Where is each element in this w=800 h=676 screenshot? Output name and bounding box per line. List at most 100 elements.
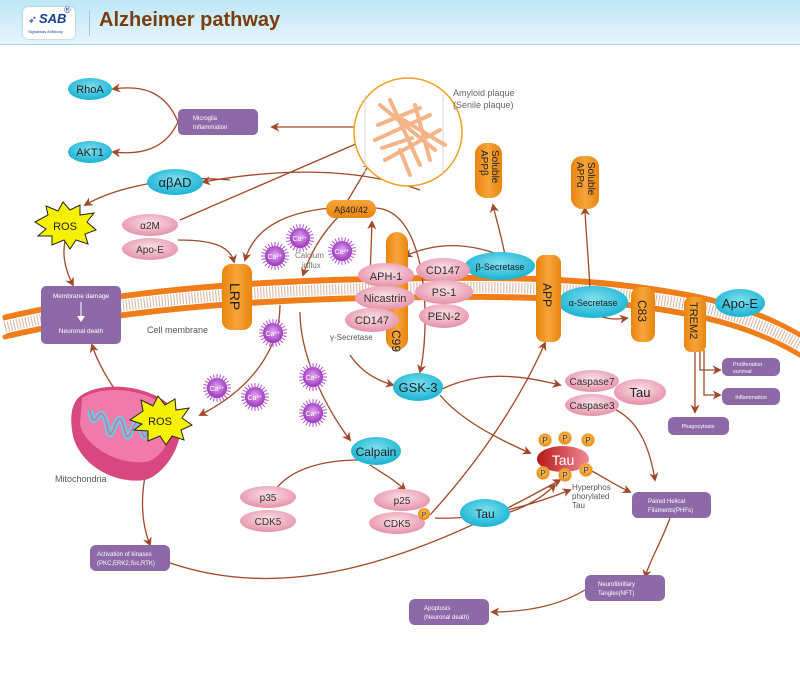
node-calpain[interactable]: Calpain	[351, 437, 401, 465]
header-divider	[89, 10, 90, 36]
node-lrp[interactable]: LRP	[222, 264, 252, 330]
arrow-gsk3-tau	[439, 394, 532, 455]
svg-text:APH-1: APH-1	[370, 271, 402, 283]
hyperphos-label-2: phorylated	[572, 492, 609, 501]
arrow-a2m-plaque	[179, 138, 367, 221]
svg-text:LRP: LRP	[227, 283, 243, 310]
node-akt1[interactable]: AKT1	[68, 141, 112, 163]
svg-text:Activation of kinases: Activation of kinases	[97, 552, 152, 558]
node-apoe-right[interactable]: Apo-E	[715, 289, 765, 317]
node-abeta[interactable]: Aβ40/42	[326, 200, 376, 218]
box-phf[interactable]: Paired Helical Filaments(PHFs)	[632, 492, 711, 518]
calcium-ion-label: Ca²⁺	[306, 411, 321, 418]
node-ps1[interactable]: PS-1	[415, 280, 473, 304]
svg-text:Neuronal death: Neuronal death	[59, 328, 104, 335]
svg-text:GSK-3: GSK-3	[398, 380, 437, 395]
box-proliferation[interactable]: Proliferation survival	[722, 358, 780, 376]
box-membrane-damage[interactable]: Membrane damage Neuronal death	[41, 286, 121, 344]
node-abad[interactable]: αβAD	[147, 169, 203, 195]
box-activation-kinases[interactable]: Activation of kinases (PKC,ERK2,Src,RTK)	[90, 545, 170, 571]
svg-text:P: P	[422, 512, 427, 519]
node-caspase3[interactable]: Caspase3	[565, 394, 619, 416]
phosphate-icon: P	[579, 463, 593, 477]
node-p25[interactable]: p25	[374, 489, 430, 511]
node-nicastrin[interactable]: Nicastrin	[355, 286, 415, 310]
svg-text:CD147: CD147	[355, 315, 389, 327]
sab-logo[interactable]: ➶ SAB ® Signalway Antibody	[23, 5, 75, 39]
node-soluble-appb[interactable]: Soluble APPβ	[475, 143, 502, 198]
arrow-nft-apoptosis	[490, 589, 586, 617]
senile-plaque-label: (Senile plaque)	[453, 100, 514, 110]
node-soluble-appa[interactable]: Soluble APPα	[571, 156, 599, 209]
node-cd147-left[interactable]: CD147	[345, 308, 399, 332]
node-rhoa[interactable]: RhoA	[68, 78, 112, 100]
svg-text:(PKC,ERK2,Src,RTK): (PKC,ERK2,Src,RTK)	[97, 561, 155, 567]
arrow-bsecretase-appb	[489, 203, 506, 256]
arrow-phf-nft	[642, 517, 671, 579]
influx-label: influx	[302, 261, 321, 270]
svg-text:APPβ: APPβ	[478, 150, 489, 176]
svg-text:Microglia: Microglia	[193, 116, 218, 122]
svg-text:Tau: Tau	[552, 452, 575, 468]
node-gsk3[interactable]: GSK-3	[393, 373, 443, 401]
node-tau-free[interactable]: Tau	[460, 499, 510, 527]
node-cd147-right[interactable]: CD147	[416, 258, 470, 282]
svg-text:α2M: α2M	[140, 221, 160, 232]
svg-text:Proliferation: Proliferation	[733, 362, 762, 368]
box-apoptosis[interactable]: Apoptosis (Neuronal death)	[409, 599, 489, 625]
node-p35[interactable]: p35	[240, 486, 296, 508]
node-tau-phosphorylated[interactable]: Tau	[537, 446, 589, 472]
svg-text:Neurofibrillary: Neurofibrillary	[598, 582, 635, 588]
line-app-up	[544, 120, 547, 265]
logo-text: SAB	[39, 11, 67, 26]
svg-text:CDK5: CDK5	[384, 519, 411, 530]
box-inflammation[interactable]: Inflammation	[722, 388, 780, 405]
node-tau-caspase[interactable]: Tau	[614, 379, 666, 405]
hyperphos-label-1: Hyperphos	[572, 483, 611, 492]
gamma-secretase-complex[interactable]: APH-1 CD147 Nicastrin PS-1 CD147 PEN-2	[345, 258, 473, 332]
ros-top[interactable]: ROS	[34, 201, 97, 250]
svg-text:Apoptosis: Apoptosis	[424, 606, 450, 612]
box-phagocytosis[interactable]: Phagocytosis	[668, 417, 729, 435]
phosphate-label: P	[562, 471, 567, 480]
node-caspase7[interactable]: Caspase7	[565, 370, 619, 392]
svg-text:C99: C99	[389, 330, 403, 352]
calcium-ion-icon: Ca²⁺	[299, 363, 327, 391]
svg-text:Inflammation: Inflammation	[193, 125, 227, 131]
svg-text:ROS: ROS	[53, 221, 77, 233]
node-beta-secretase[interactable]: β-Secretase	[465, 252, 535, 280]
calcium-ion-label: Ca²⁺	[268, 254, 283, 261]
svg-text:TREM2: TREM2	[687, 302, 699, 339]
arrow-cd147-gsk3	[349, 354, 395, 388]
arrow-trem2-inflammation	[703, 350, 722, 400]
node-a2m[interactable]: α2M	[122, 214, 178, 236]
calcium-ion-icon: Ca²⁺	[286, 224, 314, 252]
node-cdk5-right[interactable]: CDK5	[369, 512, 425, 534]
box-nft[interactable]: Neurofibrillary Tangles(NFT)	[585, 575, 665, 601]
box-microglia-inflammation[interactable]: Microglia Inflammation	[178, 109, 258, 135]
arrow-abeta-lrp	[242, 207, 331, 262]
node-aph1[interactable]: APH-1	[358, 263, 414, 287]
node-alpha-secretase[interactable]: α-Secretase	[558, 286, 628, 318]
node-app[interactable]: APP	[536, 255, 561, 342]
svg-text:Apo-E: Apo-E	[136, 245, 164, 256]
amyloid-plaque[interactable]	[353, 77, 463, 187]
calcium-ions: Ca²⁺Ca²⁺Ca²⁺Ca²⁺Ca²⁺Ca²⁺Ca²⁺Ca²⁺	[203, 224, 356, 427]
mitochondria-label: Mitochondria	[55, 474, 107, 484]
node-cdk5-left[interactable]: CDK5	[240, 510, 296, 532]
node-apoe-left[interactable]: Apo-E	[122, 238, 178, 260]
calcium-ion-label: Ca²⁺	[335, 249, 350, 256]
amyloid-plaque-label: Amyloid plaque	[453, 88, 515, 98]
svg-text:PS-1: PS-1	[432, 287, 456, 299]
phospho-cdk5: P	[418, 508, 430, 520]
arrow-microglia-rhoa	[111, 83, 179, 123]
svg-text:α-Secretase: α-Secretase	[569, 298, 618, 308]
svg-text:RhoA: RhoA	[76, 84, 104, 96]
node-c83[interactable]: C83	[631, 287, 655, 342]
svg-text:αβAD: αβAD	[158, 175, 191, 190]
ros-mito[interactable]: ROS	[128, 395, 194, 446]
svg-text:p25: p25	[394, 496, 411, 507]
node-trem2[interactable]: TREM2	[684, 297, 706, 352]
arrow-kinases-tau	[169, 479, 562, 580]
node-pen2[interactable]: PEN-2	[419, 304, 469, 328]
